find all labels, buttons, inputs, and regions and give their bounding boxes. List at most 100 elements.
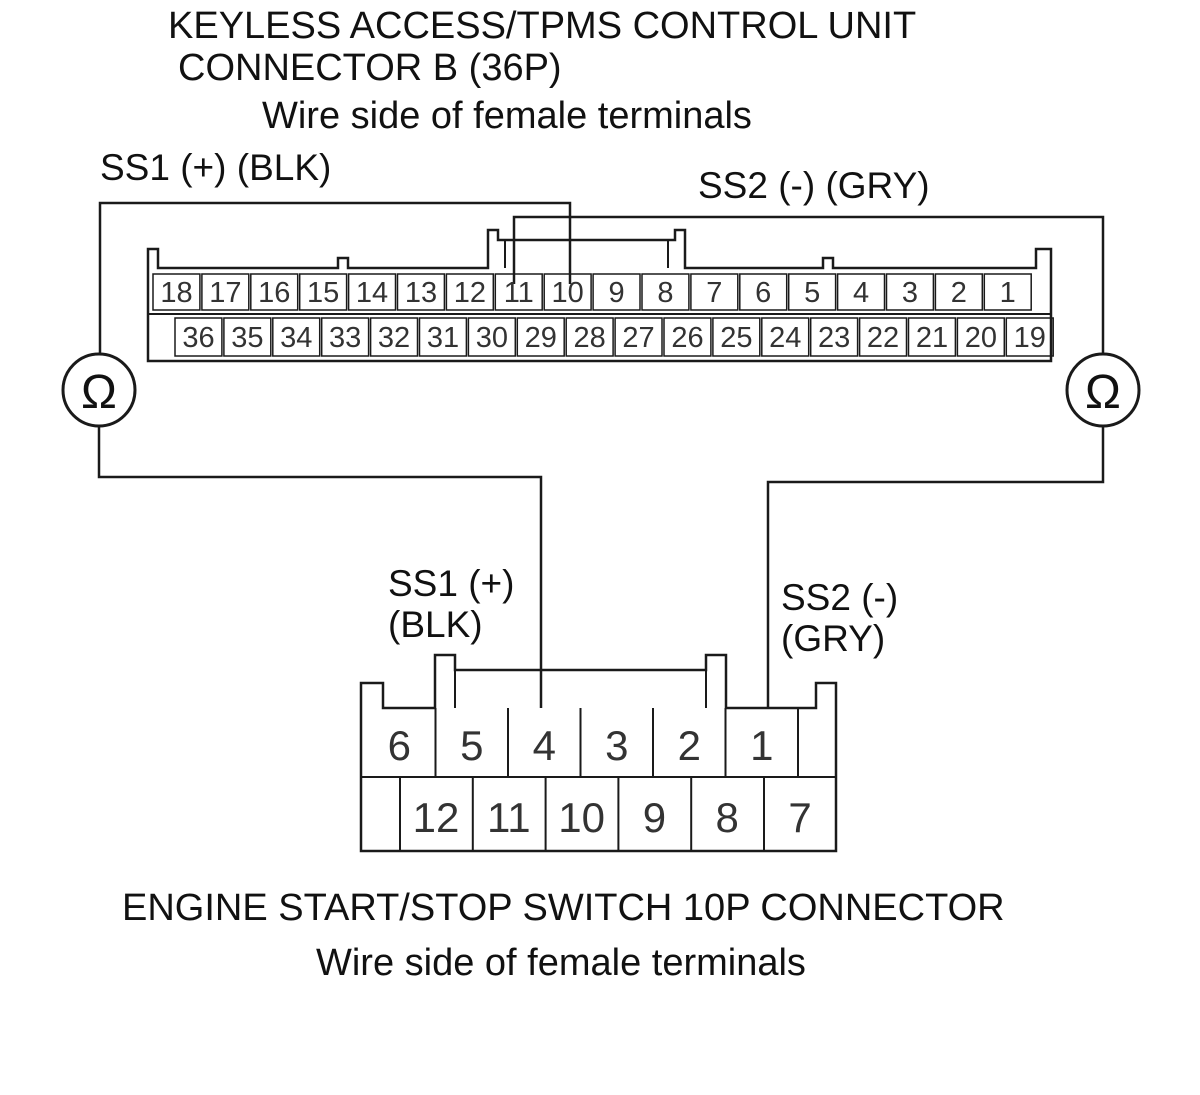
bottom-connector-title: ENGINE START/STOP SWITCH 10P CONNECTOR (122, 887, 1005, 929)
top-connector-subtitle: Wire side of female terminals (262, 95, 752, 137)
bottom-connector-subtitle: Wire side of female terminals (316, 942, 806, 984)
top-pin-label: 27 (622, 322, 654, 354)
ss2-bottom-label-line2: (GRY) (781, 618, 885, 659)
bottom-pin-label: 8 (716, 794, 739, 841)
top-pin-cell (761, 317, 810, 357)
top-pin-label: 35 (231, 322, 263, 354)
top-pin-label: 10 (552, 277, 584, 309)
top-pin-label: 8 (657, 277, 673, 309)
top-pin-cell (739, 273, 788, 311)
top-pin-cell (983, 273, 1032, 311)
top-pin-label: 12 (454, 277, 486, 309)
top-pin-label: 6 (755, 277, 771, 309)
bottom-pin-label: 7 (788, 794, 811, 841)
top-pin-label: 22 (867, 322, 899, 354)
top-pin-label: 7 (706, 277, 722, 309)
top-pin-cell (445, 273, 495, 311)
top-pin-label: 9 (608, 277, 624, 309)
top-pin-label: 15 (307, 277, 339, 309)
ohm-icon-right: Ω (1085, 366, 1121, 419)
top-pin-cell (418, 317, 468, 357)
top-pin-cell (174, 317, 223, 357)
wire-ss2-bottom (766, 426, 1105, 708)
top-pin-cell (320, 317, 370, 357)
top-pin-cell (347, 273, 397, 311)
top-pin-cell (396, 273, 446, 311)
top-pin-label: 19 (1014, 322, 1046, 354)
bottom-pin-label: 2 (678, 722, 701, 769)
top-pin-cell (152, 273, 201, 311)
ss2-bottom-label-line1: SS2 (-) (781, 577, 898, 618)
top-pin-cell (272, 317, 321, 357)
top-pin-label: 4 (853, 277, 869, 309)
ss1-bottom-label-line2: (BLK) (388, 604, 483, 645)
top-pin-label: 32 (378, 322, 410, 354)
top-pin-label: 28 (574, 322, 606, 354)
top-pin-cell (223, 317, 272, 357)
top-pin-label: 30 (476, 322, 508, 354)
top-pin-cell (543, 273, 592, 311)
top-pin-label: 11 (504, 277, 534, 309)
top-connector-title-line1: KEYLESS ACCESS/TPMS CONTROL UNIT (168, 5, 916, 47)
top-pin-cell (663, 317, 712, 357)
top-pin-cell (1005, 317, 1054, 357)
top-pin-label: 24 (769, 322, 801, 354)
top-pin-label: 31 (427, 322, 459, 354)
top-pin-cell (690, 273, 739, 311)
bottom-pin-label: 9 (643, 794, 666, 841)
ohmmeter-left: Ω (61, 352, 137, 428)
top-pin-label: 34 (280, 322, 312, 354)
top-pin-label: 14 (356, 277, 388, 309)
bottom-pin-label: 4 (533, 722, 556, 769)
top-pin-cell (641, 273, 690, 311)
top-pin-cell (592, 273, 641, 311)
ohmmeter-right: Ω (1065, 352, 1141, 428)
wire-ss1-top (98, 201, 572, 355)
wire-ss2-top (512, 215, 1105, 355)
wire-ss1-bottom (97, 426, 543, 708)
top-pin-cell (250, 273, 299, 311)
top-pin-label: 5 (804, 277, 820, 309)
top-pin-label: 20 (965, 322, 997, 354)
bottom-pin-label: 3 (605, 722, 628, 769)
top-connector-title-line2: CONNECTOR B (36P) (178, 47, 562, 89)
top-pin-cell (298, 273, 348, 311)
bottom-pin-label: 11 (487, 794, 531, 841)
top-pin-label: 17 (209, 277, 241, 309)
bottom-pin-label: 6 (388, 722, 411, 769)
top-pin-cell (201, 273, 250, 311)
top-pin-label: 26 (671, 322, 703, 354)
bottom-pin-label: 5 (460, 722, 483, 769)
bottom-pin-label: 1 (750, 722, 773, 769)
top-pin-label: 1 (1000, 277, 1016, 309)
ss2-top-label: SS2 (-) (GRY) (698, 165, 930, 206)
top-pin-cell (809, 317, 859, 357)
top-pin-cell (836, 273, 886, 311)
top-pin-cell (712, 317, 761, 357)
top-pin-label: 18 (160, 277, 192, 309)
ohm-icon-left: Ω (81, 366, 117, 419)
top-pin-cell (934, 273, 984, 311)
top-pin-label: 36 (182, 322, 214, 354)
top-pin-cell (369, 317, 419, 357)
top-pin-label: 33 (329, 322, 361, 354)
bottom-pin-label: 12 (413, 794, 460, 841)
top-pin-label: 13 (405, 277, 437, 309)
top-pin-cell (494, 273, 543, 311)
top-pin-label: 29 (525, 322, 557, 354)
top-pin-cell (787, 273, 837, 311)
ss1-bottom-label-line1: SS1 (+) (388, 563, 514, 604)
top-pin-label: 16 (258, 277, 290, 309)
top-pin-cell (885, 273, 935, 311)
ss1-top-label: SS1 (+) (BLK) (100, 147, 331, 188)
top-pin-cell (565, 317, 614, 357)
top-pin-cell (516, 317, 565, 357)
top-pin-label: 21 (916, 322, 948, 354)
top-pin-cell (614, 317, 663, 357)
top-pin-cell (467, 317, 517, 357)
